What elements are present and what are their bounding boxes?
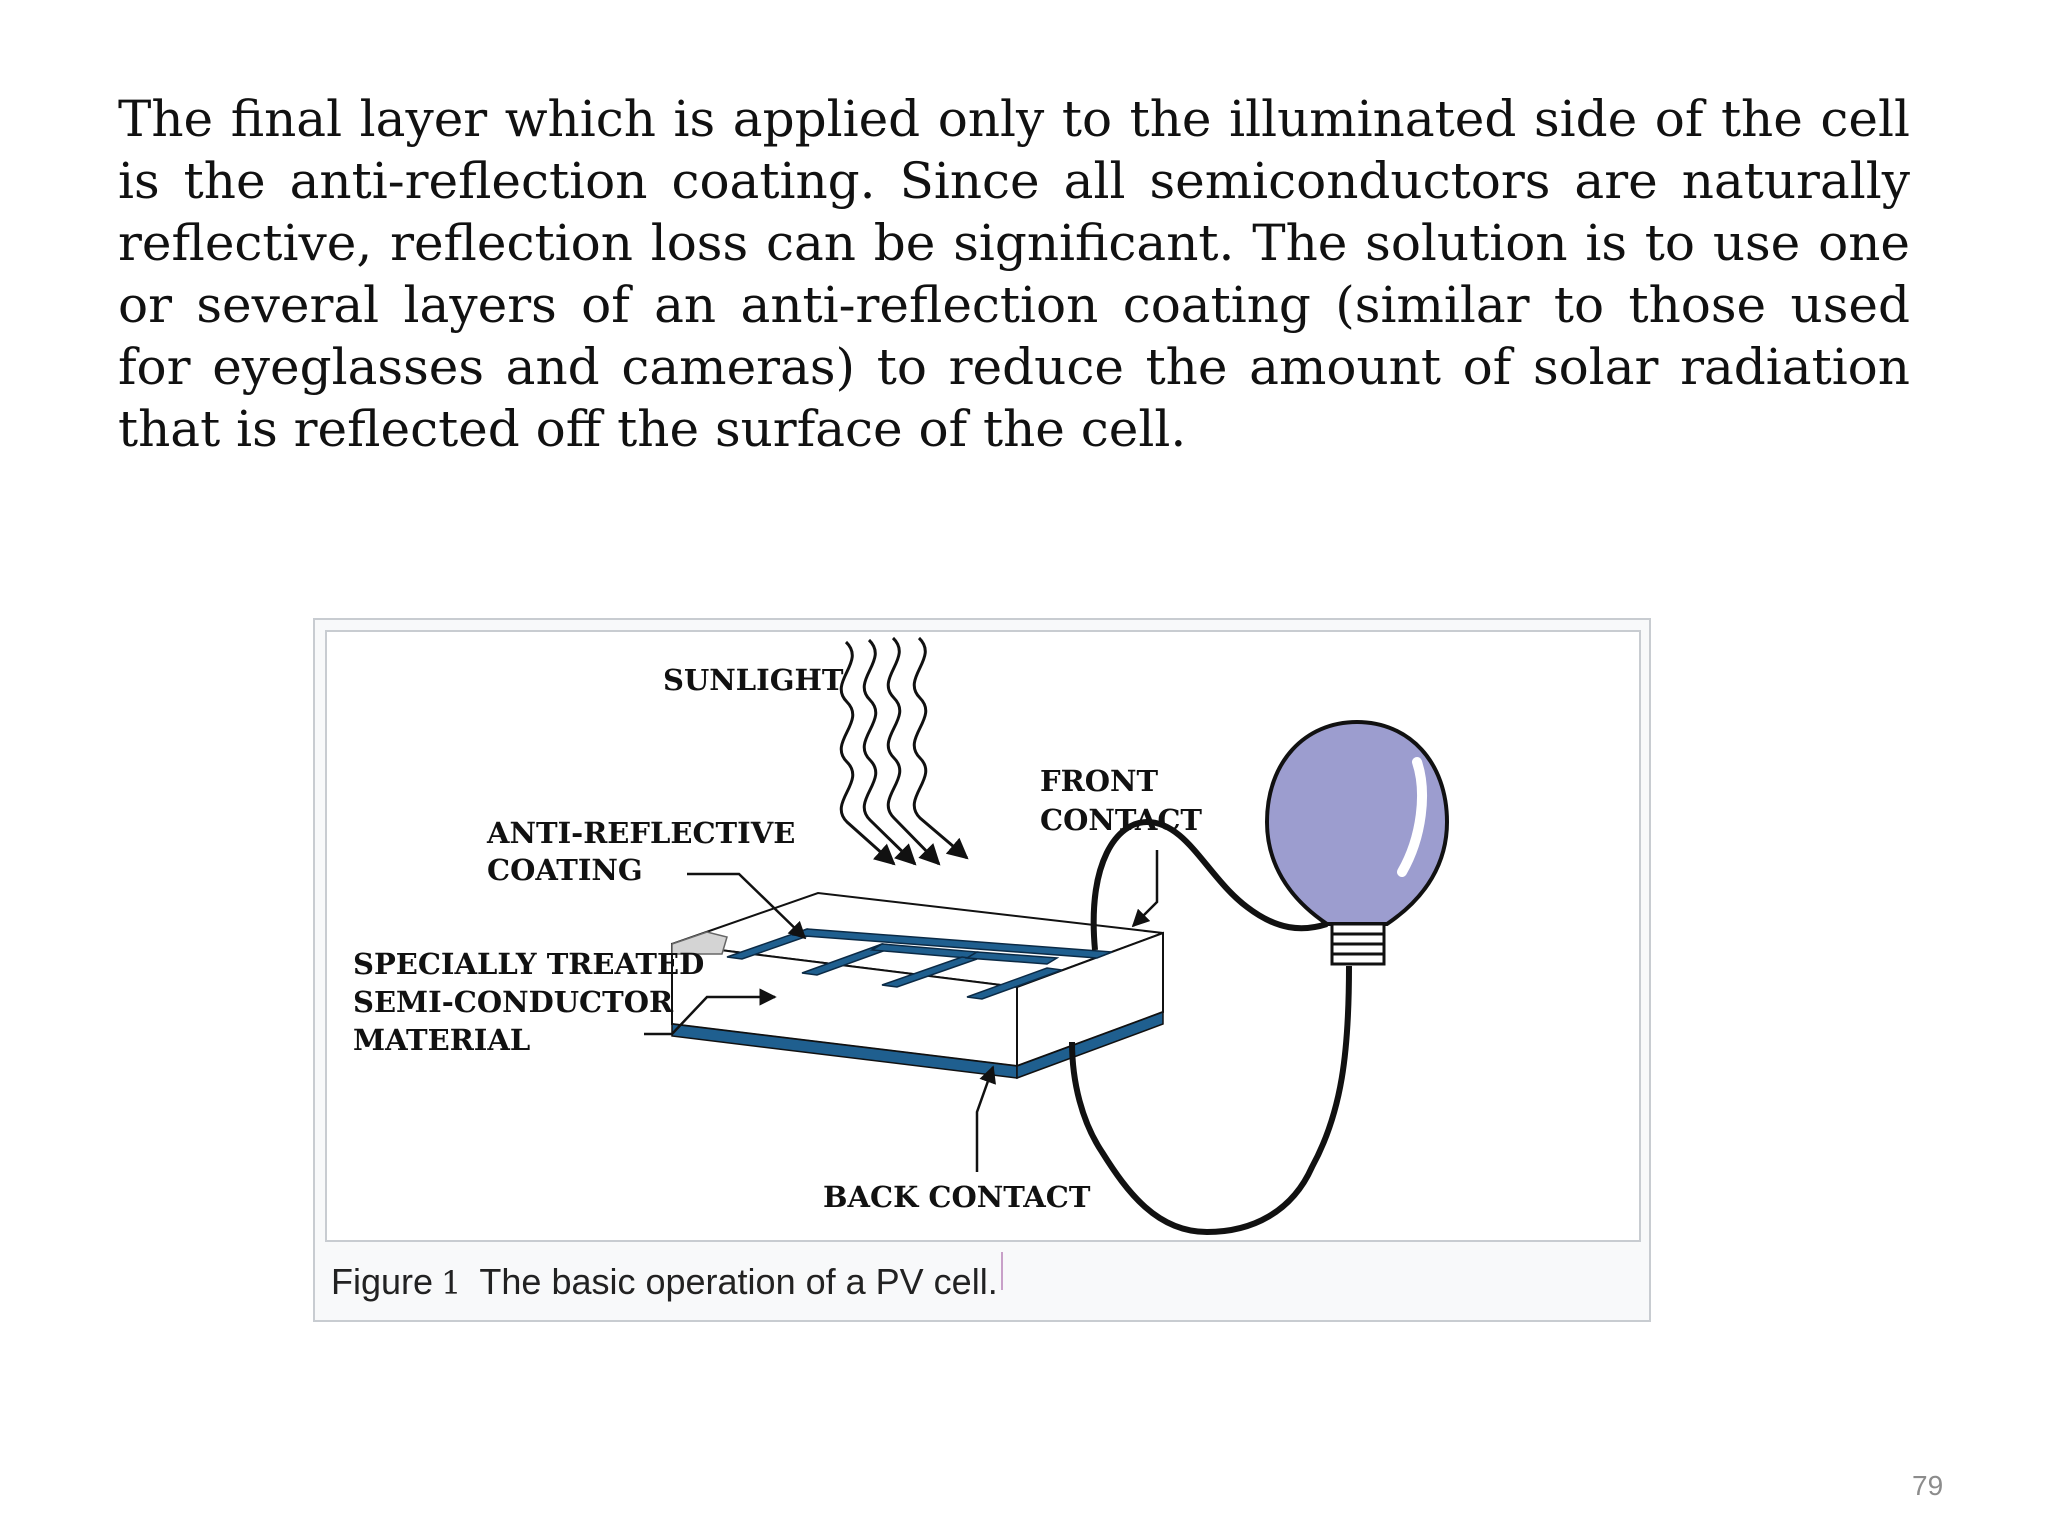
label-back-contact: BACK CONTACT (823, 1180, 1091, 1214)
caption-cursor-mark (1000, 1252, 1003, 1290)
light-bulb-icon (1264, 719, 1450, 966)
figure-box: SUNLIGHT FRONT CONTACT ANTI-REFLECTIVE C… (313, 618, 1651, 1322)
label-anti-reflective-line1: ANTI-REFLECTIVE (486, 816, 795, 850)
label-semiconductor-line2: SEMI-CONDUCTOR (353, 985, 674, 1019)
page-number: 79 (1912, 1470, 1944, 1501)
label-front-contact-line2: CONTACT (1040, 803, 1202, 837)
label-leaders (644, 850, 1159, 1172)
pv-cell-illustration: SUNLIGHT FRONT CONTACT ANTI-REFLECTIVE C… (353, 636, 1450, 1236)
label-anti-reflective-line2: COATING (487, 853, 643, 887)
load-circuit (1069, 818, 1352, 1236)
pv-cell-body (671, 891, 1164, 1080)
caption-prefix: Figure (331, 1261, 434, 1302)
label-semiconductor-line1: SPECIALLY TREATED (353, 947, 704, 981)
label-front-contact-line1: FRONT (1040, 764, 1158, 798)
sunlight-rays (839, 636, 969, 866)
caption-text: The basic operation of a PV cell. (479, 1261, 998, 1302)
pv-cell-diagram: SUNLIGHT FRONT CONTACT ANTI-REFLECTIVE C… (325, 630, 1641, 1242)
label-semiconductor-line3: MATERIAL (353, 1023, 530, 1057)
caption-number: 1 (441, 1264, 462, 1302)
label-sunlight: SUNLIGHT (663, 663, 844, 697)
body-paragraph: The final layer which is applied only to… (118, 90, 1910, 458)
